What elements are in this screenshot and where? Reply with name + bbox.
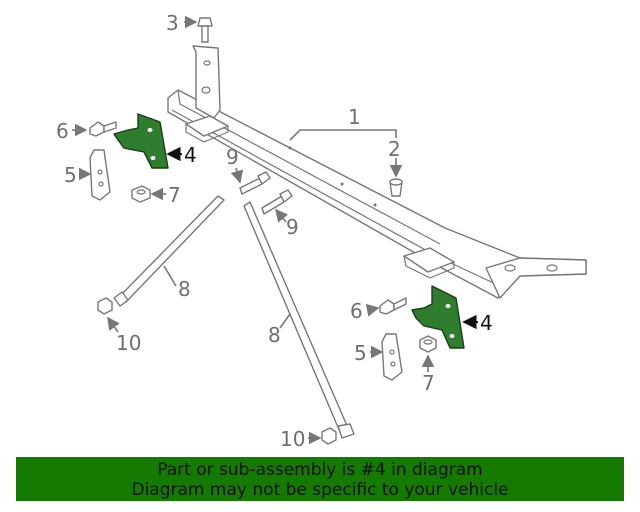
callout-7-upper: 7 bbox=[168, 183, 181, 207]
bolt-part-6-lower bbox=[379, 297, 407, 315]
nut-part-10-lower bbox=[321, 427, 337, 445]
banner-line-1: Part or sub-assembly is #4 in diagram bbox=[157, 460, 483, 480]
callout-3: 3 bbox=[166, 11, 179, 35]
callout-5-lower: 5 bbox=[354, 341, 367, 365]
bolt-part-3 bbox=[197, 17, 213, 43]
bracket-part-4-upper bbox=[113, 113, 169, 169]
nut-part-7-lower bbox=[419, 335, 437, 353]
bolt-part-9-lower bbox=[261, 189, 293, 215]
callout-10-lower: 10 bbox=[280, 427, 305, 451]
callout-4-upper: 4 bbox=[184, 143, 197, 167]
callout-10-upper: 10 bbox=[116, 331, 141, 355]
nut-part-7-upper bbox=[131, 185, 151, 203]
callout-6-lower: 6 bbox=[350, 299, 363, 323]
callout-4-lower: 4 bbox=[480, 311, 493, 335]
callout-5-upper: 5 bbox=[64, 163, 77, 187]
info-banner: Part or sub-assembly is #4 in diagram Di… bbox=[16, 457, 624, 501]
crossmember-part-1 bbox=[167, 45, 587, 299]
callout-1: 1 bbox=[348, 105, 361, 129]
clip-part-5-lower bbox=[381, 333, 403, 381]
callout-6-upper: 6 bbox=[56, 119, 69, 143]
bolt-part-9-upper bbox=[239, 171, 271, 195]
brace-rod-part-8-right bbox=[243, 201, 355, 439]
nut-part-10-upper bbox=[97, 297, 113, 315]
callout-8-right: 8 bbox=[268, 323, 281, 347]
brace-rod-part-8-left bbox=[113, 195, 225, 307]
clip-part-5-upper bbox=[89, 149, 111, 201]
banner-line-2: Diagram may not be specific to your vehi… bbox=[131, 480, 509, 500]
callout-7-lower: 7 bbox=[422, 371, 435, 395]
stud-part-2 bbox=[389, 178, 403, 197]
callout-9-lower: 9 bbox=[286, 215, 299, 239]
bracket-part-4-lower bbox=[411, 285, 465, 349]
callout-2: 2 bbox=[388, 137, 401, 161]
callout-8-left: 8 bbox=[178, 277, 191, 301]
callout-9-upper: 9 bbox=[226, 145, 239, 169]
bolt-part-6-upper bbox=[89, 121, 117, 137]
